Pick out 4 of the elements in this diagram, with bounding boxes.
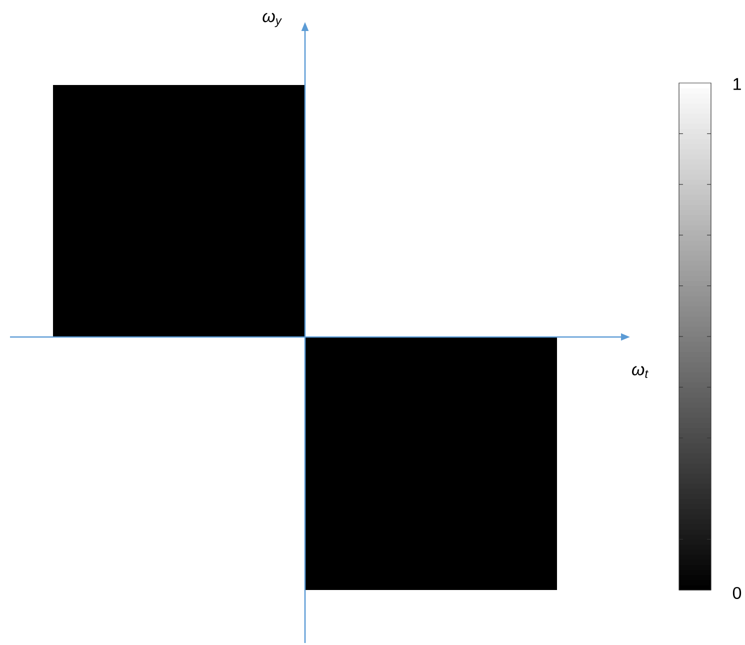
axis-label: ω$_{y}$ <box>262 12 282 28</box>
colorbar-label: 0 <box>732 586 742 600</box>
colorbar-label: 1 <box>734 78 741 90</box>
axis-label: ω$_{t}$ <box>632 366 648 378</box>
